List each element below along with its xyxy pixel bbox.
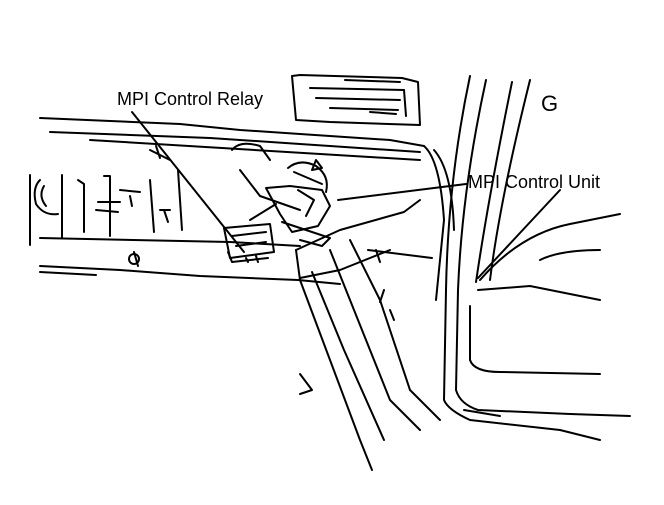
unit-leader-line (338, 184, 466, 200)
mpi-control-unit-shape (232, 144, 330, 246)
door-pillar-frame (296, 146, 454, 470)
mpi-control-relay-label: MPI Control Relay (117, 89, 264, 109)
callout-leader-lines (132, 112, 560, 278)
mpi-control-relay-shape (224, 224, 274, 262)
mpi-control-unit-label: MPI Control Unit (468, 172, 601, 192)
dash-vent-panel (292, 75, 420, 125)
view-leader-line (478, 190, 560, 278)
door-body-panels (444, 76, 630, 440)
relay-leader-line (132, 112, 244, 252)
view-marker-g: G (541, 91, 559, 116)
dashboard-structure (30, 118, 424, 284)
